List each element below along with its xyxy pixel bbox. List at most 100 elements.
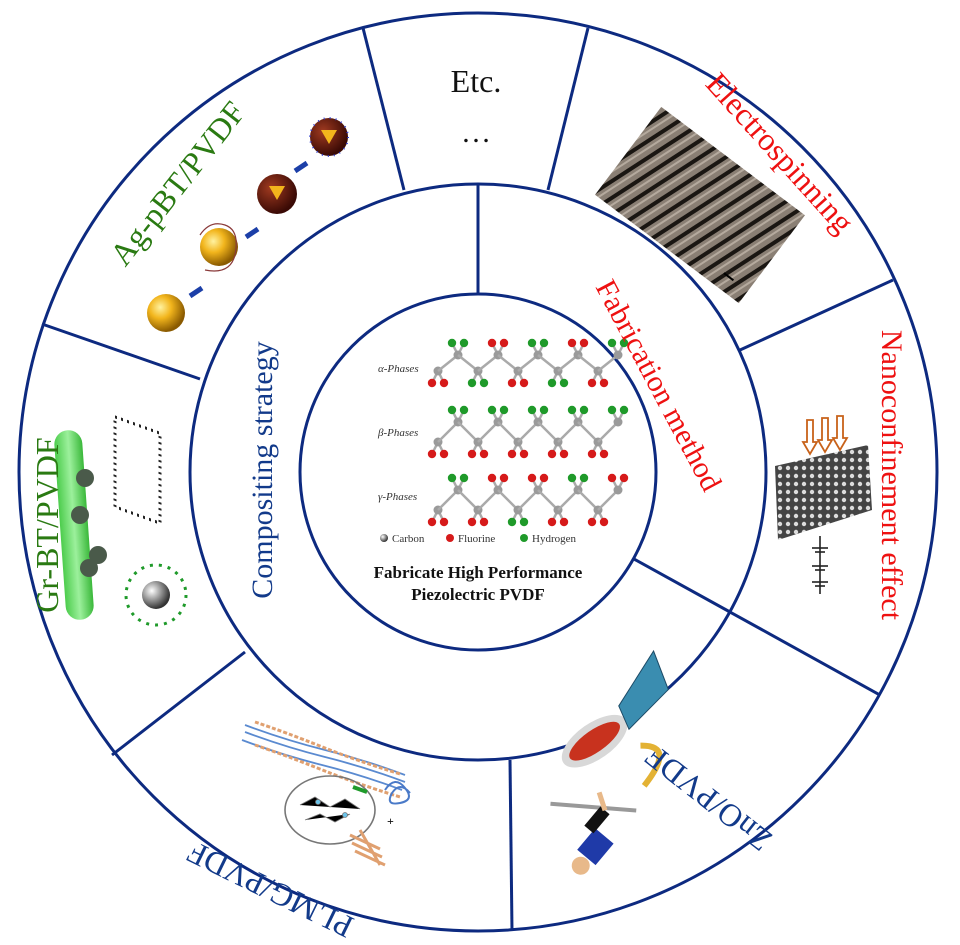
substituent-atom	[487, 338, 497, 348]
substituent-atom	[439, 378, 449, 388]
pvbf-coil	[384, 781, 411, 805]
nanostructure-block	[775, 445, 872, 540]
plmg-pvdf-label: PLMG/PVDF	[182, 834, 359, 945]
substituent-atom	[607, 473, 617, 483]
wearable-device-illustration	[561, 649, 669, 788]
beta-phase-label: β-Phases	[377, 427, 418, 439]
substituent-atom	[619, 405, 629, 415]
substituent-atom	[579, 338, 589, 348]
substituent-atom	[499, 473, 509, 483]
substituent-atom	[439, 449, 449, 459]
substituent-atom	[587, 378, 597, 388]
substituent-atom	[507, 378, 517, 388]
substituent-atom	[539, 473, 549, 483]
pmlg-rods	[349, 829, 386, 867]
substituent-atom	[519, 449, 529, 459]
substituent-atom	[467, 449, 477, 459]
center-panel: α-Phases β-Phases γ-Phases Carbon Fluori…	[374, 338, 629, 604]
substituent-atom	[547, 449, 557, 459]
hydrogen-legend-dot	[520, 534, 528, 542]
substituent-atom	[539, 338, 549, 348]
bond	[597, 421, 619, 443]
bond	[577, 421, 599, 443]
substituent-atom	[567, 473, 577, 483]
bt-particle	[142, 581, 170, 609]
fluorine-legend-dot	[446, 534, 454, 542]
substituent-atom	[459, 473, 469, 483]
substituent-atom	[507, 449, 517, 459]
substituent-atom	[579, 405, 589, 415]
outer-divider-etc-left	[361, 27, 406, 191]
etc-label: Etc.	[451, 63, 502, 99]
tube-particle	[76, 469, 94, 487]
substituent-atom	[459, 338, 469, 348]
gr-bt-pvdf-segment: Gr-BT/PVDF	[29, 414, 188, 627]
outer-divider-right-lower	[729, 610, 881, 697]
bond	[517, 489, 539, 511]
substituent-atom	[519, 378, 529, 388]
dopamine-coated-sphere	[200, 228, 238, 266]
substituent-atom	[619, 473, 629, 483]
etc-ellipsis: …	[461, 116, 491, 149]
substituent-atom	[599, 378, 609, 388]
substituent-atom	[499, 405, 509, 415]
substituent-atom	[619, 338, 629, 348]
compositing-strategy-label: Compositing strategy	[246, 341, 279, 599]
substituent-atom	[439, 517, 449, 527]
substituent-atom	[459, 405, 469, 415]
fabrication-method-label: Fabrication method	[589, 274, 728, 496]
bond	[557, 489, 579, 511]
center-title-line1: Fabricate High Performance	[374, 563, 583, 582]
athlete-figure	[550, 791, 637, 875]
substituent-atom	[467, 517, 477, 527]
bond	[517, 421, 539, 443]
bond	[557, 421, 579, 443]
nanoconfinement-segment: Nanoconfinement effect	[775, 330, 908, 621]
zoom-bubble	[284, 775, 376, 845]
carbon-atom	[613, 485, 623, 495]
substituent-atom	[559, 449, 569, 459]
substituent-atom	[479, 517, 489, 527]
substituent-atom	[427, 449, 437, 459]
substituent-atom	[527, 405, 537, 415]
bond	[477, 489, 499, 511]
substituent-atom	[599, 517, 609, 527]
plmg-pvdf-segment: + PLMG/PVDF	[182, 720, 411, 945]
substituent-atom	[427, 517, 437, 527]
fluorine-legend-label: Fluorine	[458, 533, 495, 545]
substituent-atom	[447, 405, 457, 415]
middle-divider-lower-right	[633, 557, 731, 614]
polymer-chains-illustration	[241, 720, 406, 799]
substituent-atom	[539, 405, 549, 415]
substituent-atom	[427, 378, 437, 388]
bond	[577, 489, 599, 511]
alpha-phase-label: α-Phases	[378, 363, 419, 375]
bond	[597, 489, 619, 511]
arrow-icon	[293, 160, 309, 174]
outer-divider-etc-right	[546, 27, 590, 191]
tube-particle	[71, 506, 89, 524]
substituent-atom	[587, 517, 597, 527]
arrow-icon	[244, 226, 260, 240]
substituent-atom	[487, 405, 497, 415]
gamma-phase-label: γ-Phases	[378, 491, 417, 503]
carbon-atom	[613, 350, 623, 360]
substituent-atom	[567, 405, 577, 415]
substituent-atom	[447, 473, 457, 483]
sem-fiber-image	[595, 106, 805, 304]
bond	[437, 489, 459, 511]
pressure-arrows-icon	[801, 415, 849, 456]
substituent-atom	[559, 517, 569, 527]
molecule-chains	[427, 338, 629, 527]
substituent-atom	[479, 449, 489, 459]
tube-particle	[80, 559, 98, 577]
substituent-atom	[507, 517, 517, 527]
substituent-atom	[587, 449, 597, 459]
substituent-atom	[487, 473, 497, 483]
atom-legend: Carbon Fluorine Hydrogen	[380, 533, 576, 545]
outer-divider-left-upper	[41, 322, 201, 381]
carbon-legend-label: Carbon	[392, 533, 425, 545]
bond	[537, 489, 559, 511]
substituent-atom	[479, 378, 489, 388]
